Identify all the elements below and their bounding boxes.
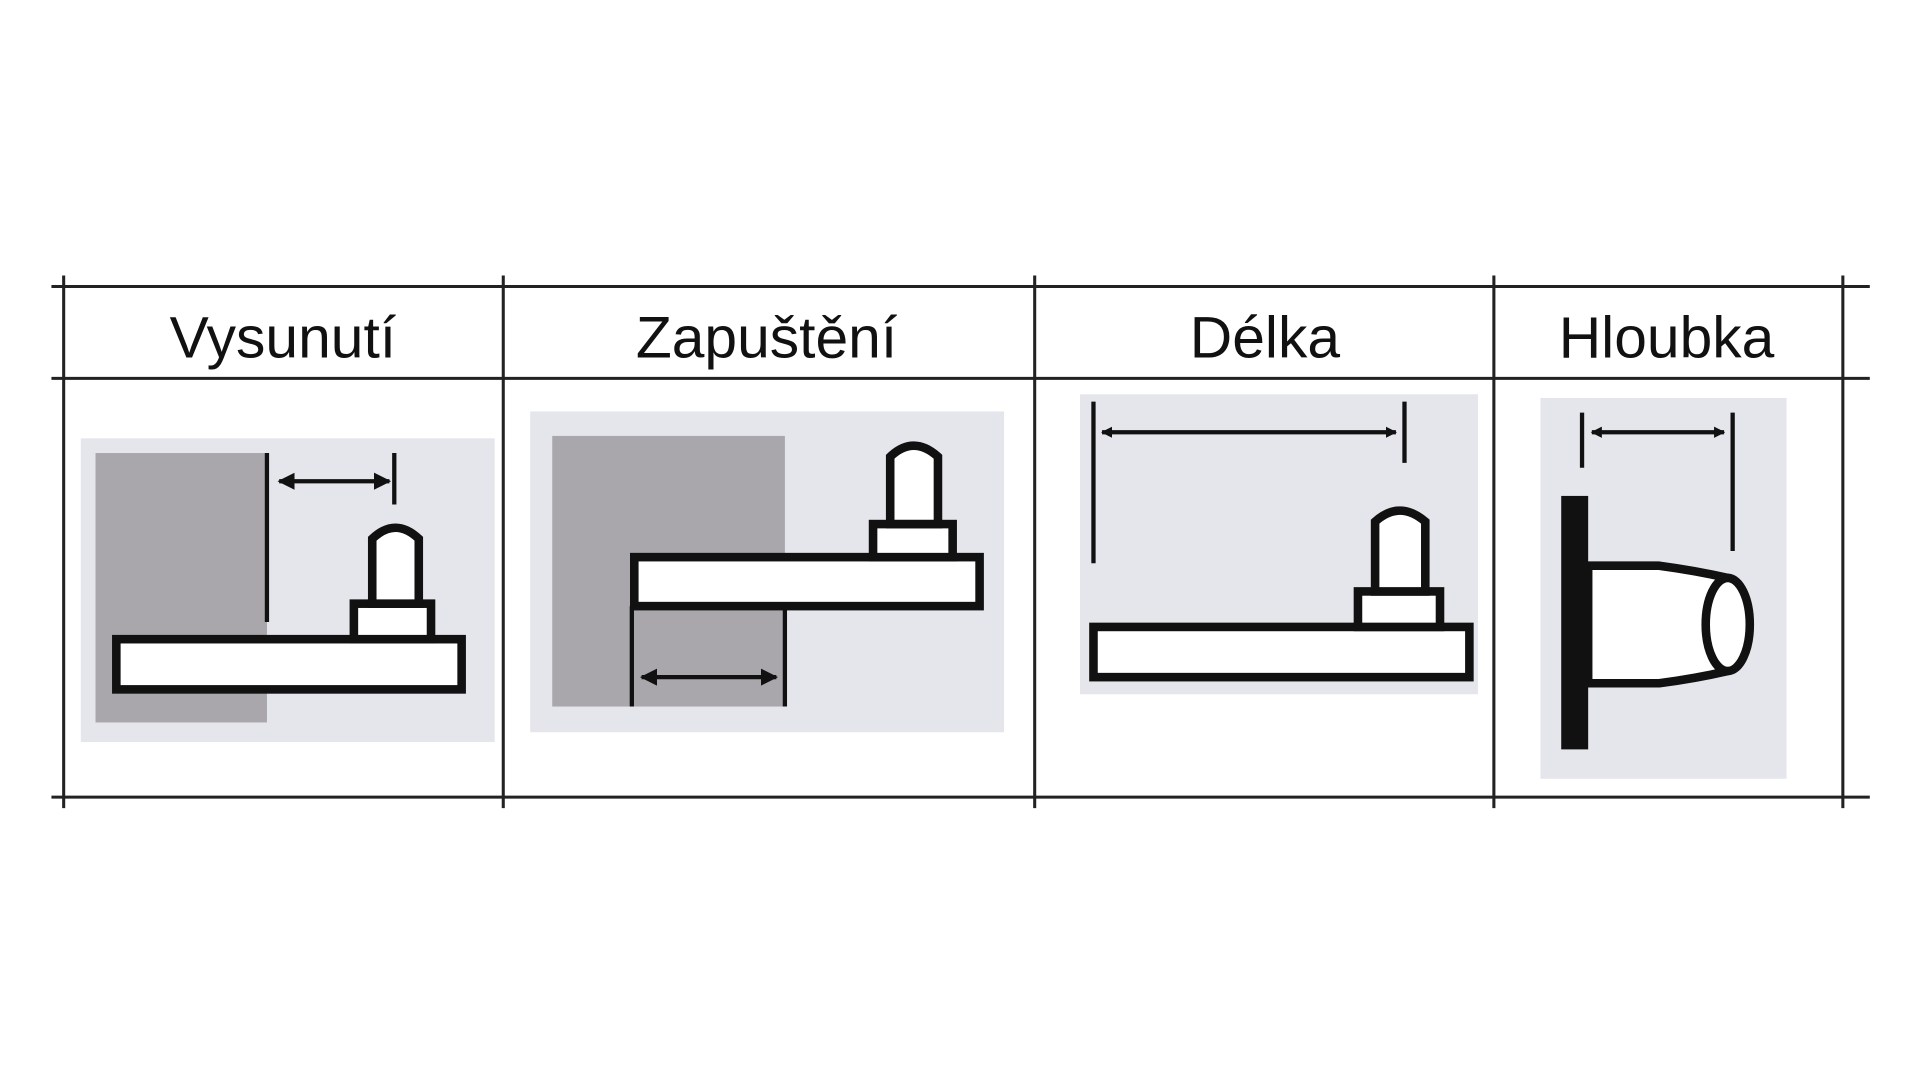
recess-measurement-icon (530, 411, 1005, 733)
header-zapusteni: Zapuštění (636, 306, 898, 371)
protrusion-measurement-icon (80, 438, 495, 743)
header-delka: Délka (1190, 306, 1341, 371)
table-grid (51, 275, 1870, 809)
header-hloubka: Hloubka (1559, 306, 1775, 371)
length-measurement-icon (1080, 394, 1478, 695)
header-vysunuti: Vysunutí (170, 306, 397, 371)
depth-measurement-icon (1540, 397, 1787, 779)
